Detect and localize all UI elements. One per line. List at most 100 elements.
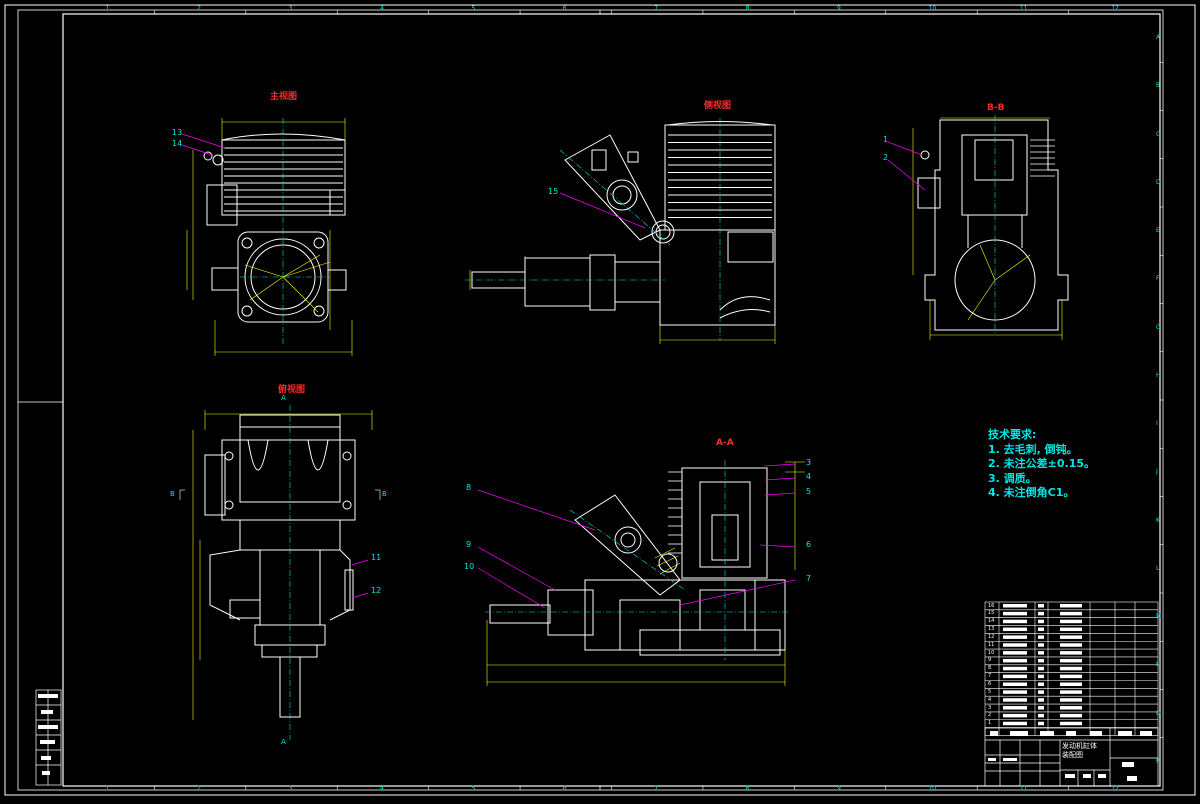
outer-frame: [4, 4, 1196, 796]
ruler-col-bottom-5: 5: [471, 785, 476, 792]
bom-row-8: 8: [988, 665, 992, 672]
bom-row-3: 3: [988, 704, 992, 711]
section-marker-b-left: B: [170, 490, 175, 498]
ruler-col-top-8: 8: [745, 5, 750, 12]
bottom-view: [179, 405, 381, 740]
ruler-col-top-3: 3: [288, 5, 293, 12]
ruler-col-top-11: 11: [1019, 5, 1028, 12]
section-marker-b-right: B: [382, 490, 387, 498]
notes-item-1: 1. 去毛刺, 倒钝。: [988, 442, 1078, 456]
bom-table-cells: [1003, 604, 1082, 726]
bom-table-grid: [984, 601, 1159, 736]
ruler-frame: [17, 9, 1164, 791]
title-block-name: 发动机缸体 装配图: [1062, 742, 1097, 760]
bom-row-10: 10: [988, 649, 995, 656]
ruler-col-top-7: 7: [654, 5, 659, 12]
ruler-col-top-9: 9: [837, 5, 841, 12]
section-marker-a-top: A: [281, 394, 286, 402]
side-view-title: 侧视图: [704, 101, 732, 111]
title-block-name-line2: 装配图: [1062, 751, 1083, 759]
notes-item-4: 4. 未注倒角C1。: [988, 486, 1075, 499]
title-block-name-line1: 发动机缸体: [1062, 742, 1097, 750]
bom-row-11: 11: [988, 641, 995, 648]
ruler-row-E: E: [1156, 227, 1160, 235]
ruler-col-top-4: 4: [379, 5, 384, 12]
notes-item-2: 2. 未注公差±0.15。: [988, 457, 1096, 470]
left-side-table: [35, 689, 62, 786]
ruler-col-bottom-9: 9: [837, 785, 841, 792]
ruler-row-O: O: [1156, 709, 1161, 717]
balloon-2: 2: [883, 153, 889, 162]
ruler-row-A: A: [1156, 34, 1161, 42]
balloon-14: 14: [172, 139, 183, 148]
title-block-cells: [988, 731, 1152, 781]
ruler-col-top-12: 12: [1111, 5, 1119, 12]
balloon-4: 4: [806, 472, 812, 481]
bb-section-title: B-B: [987, 103, 1005, 113]
balloon-1: 1: [883, 135, 889, 144]
ruler-col-bottom-7: 7: [654, 785, 659, 792]
aa-section-view: [477, 460, 805, 686]
ruler-row-H: H: [1156, 371, 1161, 379]
ruler-row-C: C: [1156, 130, 1161, 138]
balloon-10: 10: [464, 562, 475, 571]
ruler-col-bottom-12: 12: [1111, 785, 1119, 792]
ruler-col-bottom-4: 4: [379, 785, 384, 792]
bom-row-16: 16: [988, 602, 995, 609]
technical-notes: 技术要求: 1. 去毛刺, 倒钝。 2. 未注公差±0.15。 3. 调质。 4…: [988, 428, 1095, 501]
ruler-col-top-1: 1: [105, 5, 110, 12]
balloon-12: 12: [371, 586, 382, 595]
ruler-row-F: F: [1156, 275, 1160, 283]
ruler-col-bottom-2: 2: [197, 785, 201, 792]
balloon-13: 13: [172, 128, 183, 137]
bb-section-view: [887, 115, 1069, 340]
balloon-8: 8: [466, 483, 472, 492]
aa-section-title: A-A: [716, 438, 734, 448]
ruler-row-M: M: [1156, 613, 1162, 621]
ruler-row-J: J: [1156, 468, 1158, 476]
ruler-row-K: K: [1156, 516, 1160, 524]
bottom-view-title: 俯视图: [278, 385, 306, 395]
title-block-grid: [984, 727, 1159, 787]
balloon-15: 15: [548, 187, 559, 196]
ruler-col-bottom-6: 6: [562, 785, 567, 792]
ruler-col-bottom-1: 1: [105, 785, 110, 792]
balloon-5: 5: [806, 487, 812, 496]
front-view: [181, 118, 353, 356]
ruler-right: [1160, 61, 1163, 739]
ruler-col-bottom-8: 8: [745, 785, 750, 792]
notes-heading: 技术要求:: [988, 428, 1037, 441]
ruler-row-L: L: [1156, 564, 1160, 572]
ruler-col-top-10: 10: [928, 5, 937, 12]
notes-item-3: 3. 调质。: [988, 471, 1037, 485]
bom-row-4: 4: [988, 696, 992, 703]
bom-row-14: 14: [988, 618, 995, 625]
bom-row-5: 5: [988, 688, 992, 695]
ruler-col-bottom-11: 11: [1019, 785, 1028, 792]
ruler-col-top-5: 5: [471, 5, 476, 12]
balloon-6: 6: [806, 540, 812, 549]
ruler-top: [154, 10, 1069, 14]
ruler-row-B: B: [1156, 82, 1161, 90]
ruler-bottom: [154, 786, 1069, 790]
section-marker-a-bottom: A: [281, 738, 286, 746]
ruler-col-top-2: 2: [197, 5, 201, 12]
balloon-11: 11: [371, 553, 382, 562]
bom-row-1: 1: [988, 720, 992, 727]
left-side-table-cells: [38, 694, 58, 775]
bom-row-12: 12: [988, 633, 995, 640]
inner-frame: [62, 13, 1161, 787]
side-view: [465, 118, 776, 344]
bom-row-13: 13: [988, 626, 995, 633]
balloon-9: 9: [466, 540, 472, 549]
ruler-row-P: P: [1156, 757, 1160, 765]
ruler-col-bottom-10: 10: [928, 785, 937, 792]
ruler-row-I: I: [1156, 420, 1158, 428]
bom-row-6: 6: [988, 681, 992, 687]
front-view-title: 主视图: [270, 92, 298, 102]
bom-row-9: 9: [988, 657, 992, 664]
ruler-col-bottom-3: 3: [288, 785, 293, 792]
ruler-row-D: D: [1156, 178, 1161, 186]
